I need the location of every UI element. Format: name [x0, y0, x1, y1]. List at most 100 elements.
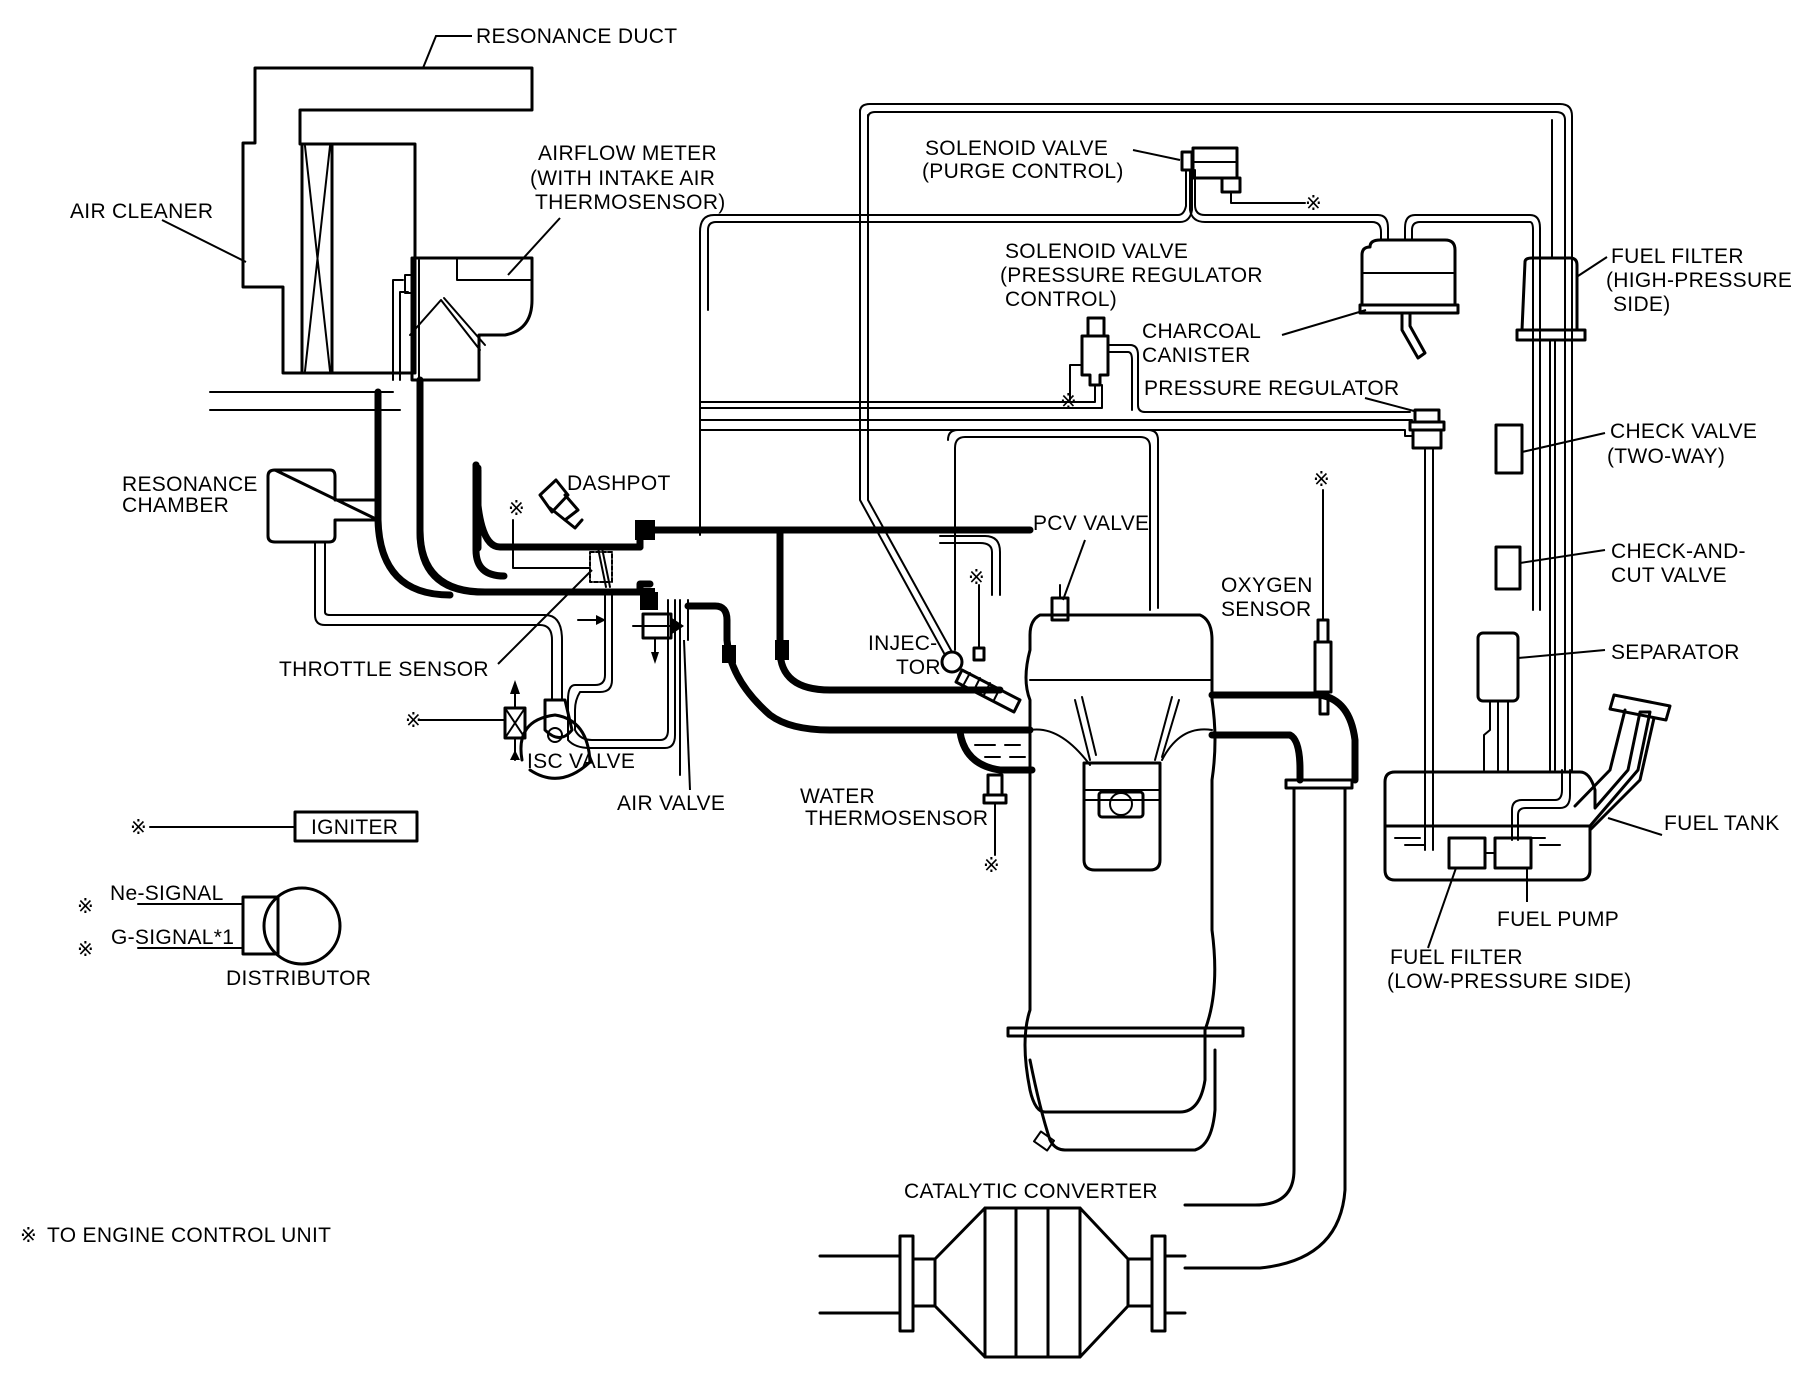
- intake-duct: [374, 376, 784, 610]
- label-isc-valve: ISC VALVE: [527, 750, 635, 773]
- label-pressure-regulator: PRESSURE REGULATOR: [1144, 377, 1400, 400]
- label-pcv-valve: PCV VALVE: [1033, 512, 1149, 535]
- ecu-symbol-o2: ※: [1313, 467, 1330, 491]
- pcv-valve: [1050, 584, 1070, 622]
- label-check-and-cut-2: CUT VALVE: [1611, 564, 1727, 587]
- air-cleaner-leader: [161, 219, 247, 263]
- intake-air-thermosensor: [404, 274, 414, 294]
- exhaust-valve: [1154, 696, 1180, 761]
- filler-cap: [1608, 693, 1672, 722]
- check-valve-leader: [1521, 432, 1606, 453]
- label-check-valve-1: CHECK VALVE: [1610, 420, 1757, 443]
- ecu-symbol-isc: ※: [405, 708, 422, 732]
- label-injector-2: TOR: [896, 656, 941, 679]
- fuel-filter-low-leader: [1427, 867, 1457, 949]
- label-distributor: DISTRIBUTOR: [226, 967, 371, 990]
- distributor: ※ ※: [77, 886, 342, 966]
- label-resonance-chamber-2: CHAMBER: [122, 494, 229, 517]
- label-fuel-filter-high-3: SIDE): [1613, 293, 1671, 316]
- exhaust-pipe: [1183, 786, 1296, 1207]
- intake-manifold: [651, 526, 1034, 694]
- flap-icon: [409, 297, 486, 351]
- fuel-filter-low: [1447, 836, 1487, 870]
- label-air-cleaner: AIR CLEANER: [70, 200, 213, 223]
- resonance-duct: [241, 66, 534, 375]
- oil-pan: [1028, 1048, 1217, 1152]
- air-filter-element: [300, 142, 334, 375]
- drain-plug: [1033, 1130, 1055, 1152]
- label-solenoid-purge-1: SOLENOID VALVE: [925, 137, 1108, 160]
- afm-ecu-wires: [209, 391, 401, 411]
- airflow-meter: [410, 256, 534, 382]
- label-water-thermosensor-1: WATER: [800, 785, 875, 808]
- legend-text: TO ENGINE CONTROL UNIT: [47, 1224, 331, 1247]
- engine-block: [1006, 613, 1245, 1152]
- label-catalytic-converter: CATALYTIC CONVERTER: [904, 1180, 1158, 1203]
- ecu-symbol-ne: ※: [77, 894, 94, 918]
- throttle-sensor-leader: [497, 569, 593, 665]
- resonance-chamber: [266, 468, 563, 701]
- throttle-sensor: [512, 519, 613, 588]
- label-throttle-sensor: THROTTLE SENSOR: [279, 658, 489, 681]
- oxygen-sensor: ※: [1313, 467, 1333, 716]
- fuel-tank: [1383, 693, 1672, 882]
- fuel-pump: [1493, 836, 1533, 870]
- return-line: [859, 103, 1573, 771]
- charcoal-canister: [1358, 238, 1460, 360]
- air-valve-leader: [683, 639, 691, 791]
- pcv-hose: [939, 535, 1001, 596]
- ecu-symbol-dashpot: ※: [508, 496, 525, 520]
- ecu-symbol-purge: ※: [1305, 191, 1322, 215]
- oil-pan-flange: [1006, 1026, 1245, 1038]
- label-oxygen-sensor-2: SENSOR: [1221, 598, 1312, 621]
- pcv-valve-leader: [1062, 539, 1086, 601]
- fuel-line-injector: [859, 109, 953, 656]
- canister-vent-line: [1404, 214, 1541, 611]
- air-cleaner-assembly: [209, 66, 534, 411]
- resonance-duct-leader: [422, 35, 472, 69]
- label-charcoal-canister-2: CANISTER: [1142, 344, 1251, 367]
- intake-valve: [1074, 696, 1097, 761]
- pressure-regulator-leader: [1364, 397, 1415, 412]
- air-valve: [632, 588, 1034, 776]
- fuel-filter-high-leader: [1577, 256, 1608, 277]
- label-oxygen-sensor-1: OXYGEN: [1221, 574, 1313, 597]
- label-check-valve-2: (TWO-WAY): [1607, 445, 1725, 468]
- label-fuel-filter-low-2: (LOW-PRESSURE SIDE): [1387, 970, 1632, 993]
- fuel-return-line: [1424, 447, 1434, 851]
- check-valve: [1494, 423, 1524, 475]
- separator: [1476, 631, 1520, 703]
- label-airflow-meter-2: (WITH INTAKE AIR: [530, 167, 715, 190]
- label-fuel-filter-high-2: (HIGH-PRESSURE: [1606, 269, 1792, 292]
- ecu-symbol-igniter: ※: [130, 815, 147, 839]
- fuel-tank-leader: [1607, 817, 1663, 836]
- label-charcoal-canister-1: CHARCOAL: [1142, 320, 1261, 343]
- check-and-cut-leader: [1519, 549, 1606, 564]
- label-airflow-meter-1: AIRFLOW METER: [538, 142, 717, 165]
- labels: RESONANCE DUCT AIR CLEANER AIRFLOW METER…: [20, 25, 1792, 1247]
- catalytic-converter: [818, 1206, 1187, 1359]
- label-solenoid-pressure-1: SOLENOID VALVE: [1005, 240, 1188, 263]
- label-injector-1: INJEC-: [868, 632, 937, 655]
- label-air-valve: AIR VALVE: [617, 792, 725, 815]
- label-fuel-pump: FUEL PUMP: [1497, 908, 1619, 931]
- charcoal-canister-leader: [1281, 309, 1367, 336]
- solenoid-purge-leader: [1132, 149, 1181, 161]
- filter-cross-icon: [304, 145, 331, 372]
- airflow-meter-leader: [507, 217, 561, 276]
- check-and-cut-valve: [1494, 545, 1522, 591]
- label-fuel-filter-low-1: FUEL FILTER: [1390, 946, 1523, 969]
- ecu-symbol-injector: ※: [968, 565, 985, 589]
- ecu-symbol-g: ※: [77, 937, 94, 961]
- label-water-thermosensor-2: THERMOSENSOR: [805, 807, 988, 830]
- label-igniter: IGNITER: [311, 816, 398, 839]
- label-airflow-meter-3: THERMOSENSOR): [535, 191, 726, 214]
- label-solenoid-purge-2: (PURGE CONTROL): [922, 160, 1124, 183]
- label-solenoid-pressure-3: CONTROL): [1005, 288, 1117, 311]
- label-g-signal: G-SIGNAL*1: [111, 926, 234, 949]
- dashpot: ※: [508, 478, 584, 530]
- igniter: ※: [130, 810, 419, 843]
- label-fuel-tank: FUEL TANK: [1664, 812, 1780, 835]
- label-resonance-chamber-1: RESONANCE: [122, 473, 258, 496]
